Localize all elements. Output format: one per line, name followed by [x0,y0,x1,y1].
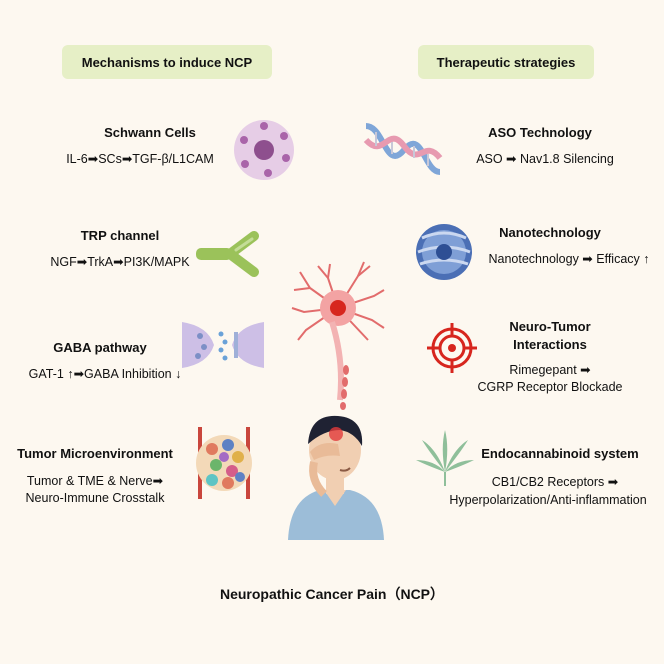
endocannabinoid-title: Endocannabinoid system [481,446,639,461]
tumor-microenvironment-title: Tumor Microenvironment [17,446,173,461]
tumor-cells-icon [196,427,252,499]
person-headache-icon [288,415,384,540]
tumor-microenvironment-line1: Tumor & TME & Nerve➡ [26,474,164,488]
neuron-icon [291,261,385,410]
receptor-icon [196,231,259,277]
target-icon [427,323,477,373]
neuro-tumor-title-line2: Interactions [513,337,587,352]
neuro-tumor-line2: CGRP Receptor Blockade [477,380,623,394]
neuro-tumor-line1: Rimegepant ➡ [509,363,591,377]
tumor-microenvironment-line2: Neuro-Immune Crosstalk [25,491,165,505]
trp-channel-pathway: NGF➡TrkA➡PI3K/MAPK [50,255,190,269]
dna-icon [363,123,443,175]
neuro-tumor-title: Neuro-Tumor [509,319,591,334]
endocannabinoid-line1: CB1/CB2 Receptors ➡ [491,475,619,489]
gaba-pathway-description: GAT-1 ↑➡GABA Inhibition ↓ [28,367,182,381]
schwann-cells-title: Schwann Cells [104,125,196,140]
aso-technology-title: ASO Technology [488,125,592,140]
footer-title: Neuropathic Cancer Pain（NCP） [219,586,445,602]
gaba-pathway-title: GABA pathway [53,340,147,355]
mechanisms-header: Mechanisms to induce NCP [62,45,272,79]
schwann-cell-icon [234,120,294,180]
nanotechnology-description: Nanotechnology ➡ Efficacy ↑ [488,252,650,266]
endocannabinoid-line2: Hyperpolarization/Anti-inflammation [449,493,647,507]
strategies-header: Therapeutic strategies [418,45,594,79]
cannabis-leaf-icon [416,430,474,486]
trp-channel-title: TRP channel [80,228,160,243]
aso-technology-description: ASO ➡ Nav1.8 Silencing [476,152,614,166]
schwann-cells-pathway: IL-6➡SCs➡TGF-β/L1CAM [66,152,214,166]
nanotechnology-title: Nanotechnology [499,225,601,240]
synapse-icon [182,322,264,368]
nanoparticle-icon [416,224,472,280]
